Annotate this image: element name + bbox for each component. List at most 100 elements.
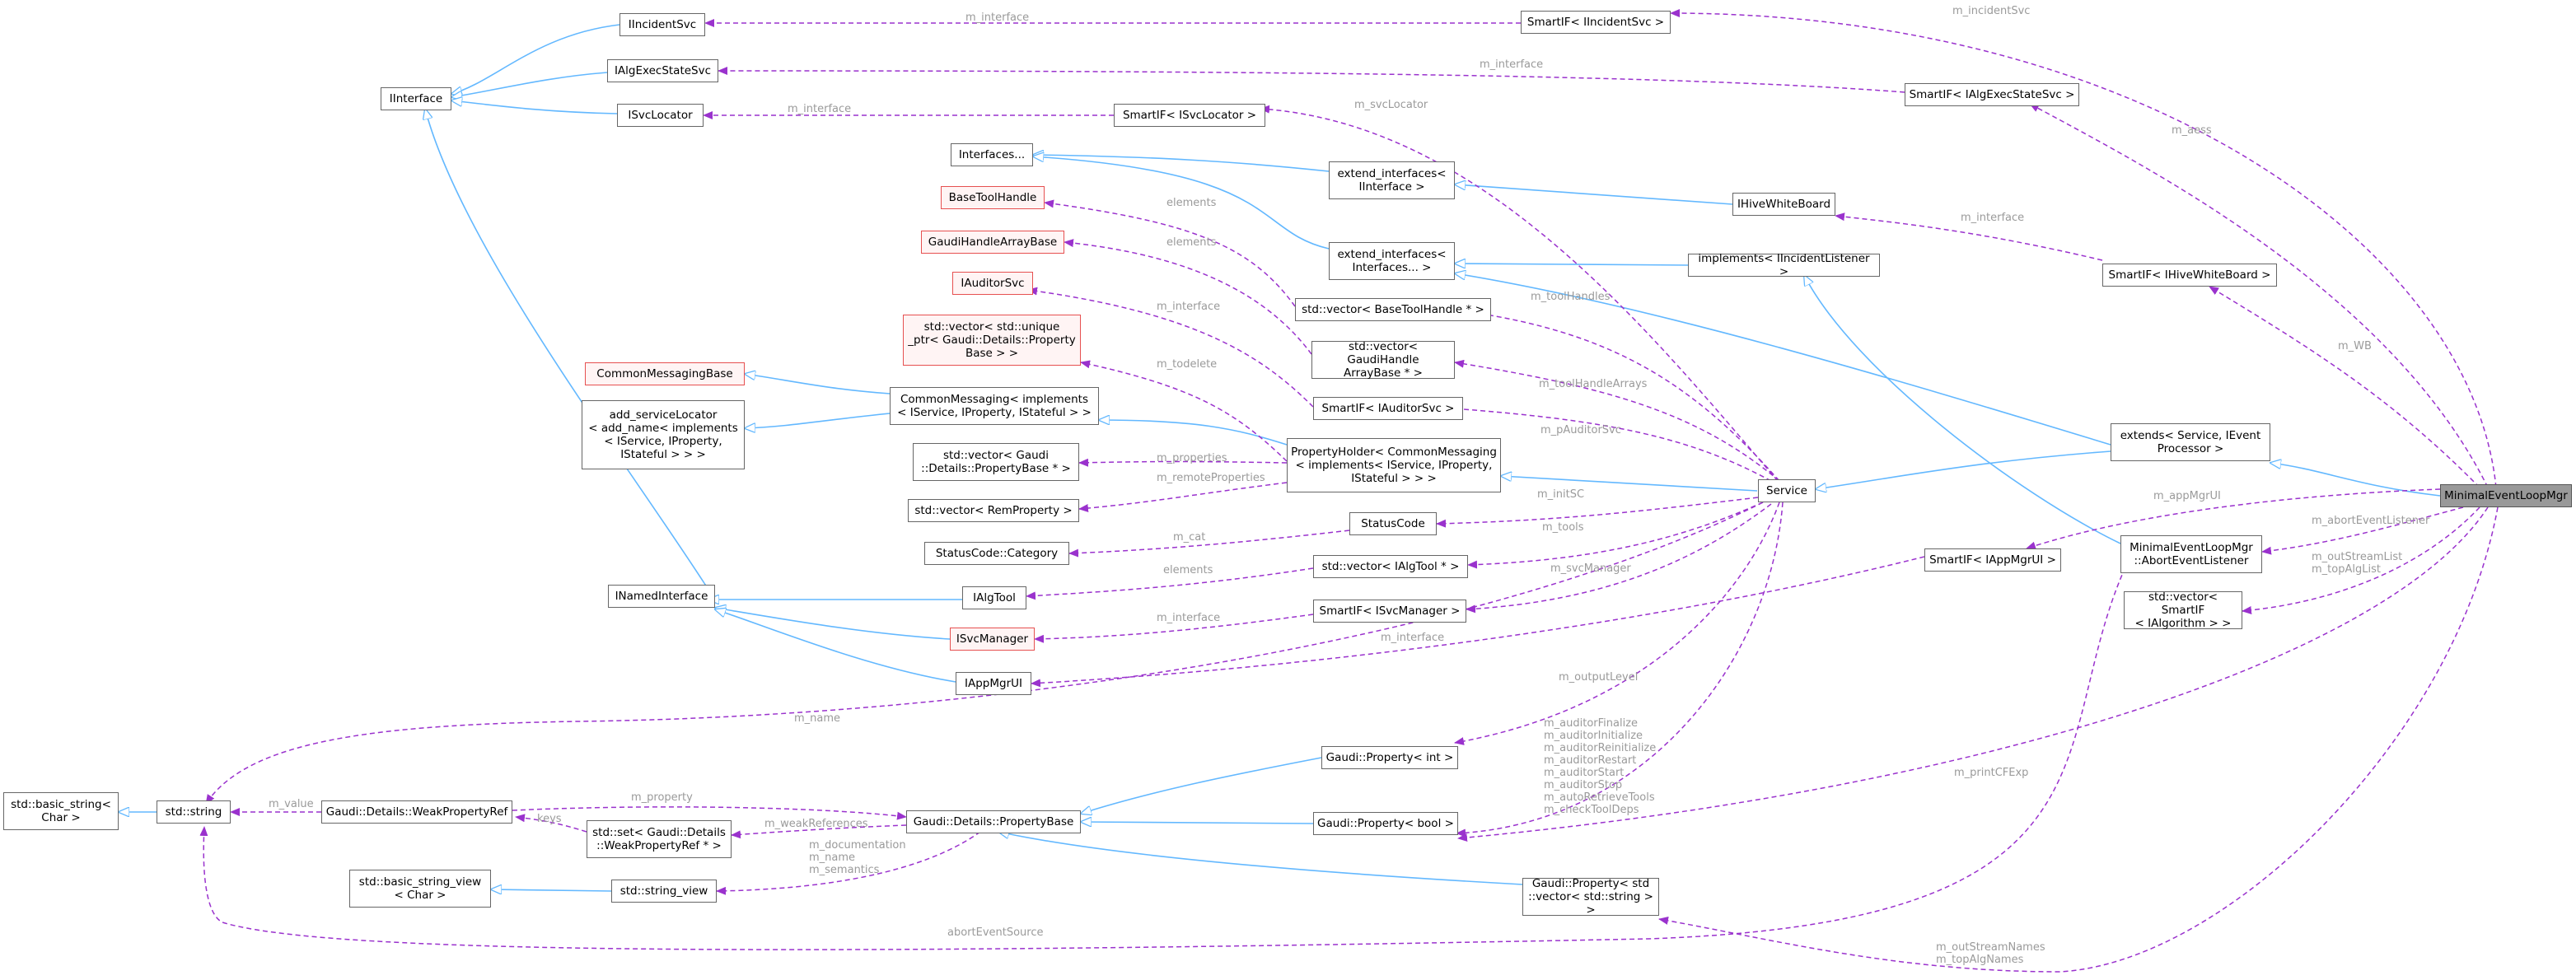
edge-label-line: m_outStreamNames [1936,941,2045,954]
node-ihivewhiteboard[interactable]: IHiveWhiteBoard [1732,193,1835,216]
edge-label-line: m_semantics [809,864,880,876]
node-extend-interfaces-interfaces[interactable]: extend_interfaces< Interfaces... > [1329,242,1455,280]
node-implements-iincidentlistener[interactable]: implements< IIncidentListener > [1688,252,1880,278]
node-basetoolhandle[interactable]: BaseToolHandle [941,186,1045,209]
edge-extends-service [1816,450,2111,489]
edge-m-tools [1467,502,1764,569]
edge-m-remoteproperties [1078,482,1288,513]
node-smartif-iincidentsvc[interactable]: SmartIF< IIncidentSvc > [1521,11,1671,34]
node-basic-string-view[interactable]: std::basic_string_view < Char > [349,870,491,908]
node-smartif-ihivewhiteboard[interactable]: SmartIF< IHiveWhiteBoard > [2102,264,2277,287]
label-m-interface-algexec: m_interface [1480,58,1543,71]
edge-propbool-propbase [1081,822,1314,824]
edge-label-line: m_autoRetrieveTools [1544,791,1655,804]
label-m-toolhandles: m_toolHandles [1531,291,1611,303]
edge-elements-gaudihandle [1064,239,1312,355]
node-vector-propertybase[interactable]: std::vector< Gaudi ::Details::PropertyBa… [913,443,1079,481]
edge-stringview-basicview [491,889,612,891]
edge-m-outstreamlist [2242,506,2480,614]
edge-label-line: m_auditorRestart [1544,754,1636,767]
node-smartif-iauditorsvc[interactable]: SmartIF< IAuditorSvc > [1313,397,1463,420]
node-vector-ialgtool[interactable]: std::vector< IAlgTool * > [1313,555,1468,578]
node-interfaces[interactable]: Interfaces... [951,143,1033,166]
node-statuscode-category[interactable]: StatusCode::Category [924,542,1069,565]
node-basic-string[interactable]: std::basic_string< Char > [3,792,119,830]
edge-m-toolhandlearrays [1454,359,1780,482]
node-extends-service-ieventprocessor[interactable]: extends< Service, IEvent Processor > [2111,423,2270,461]
edge-m-todelete [1080,360,1288,462]
label-abort-event-source: abortEventSource [947,926,1044,939]
node-property-bool[interactable]: Gaudi::Property< bool > [1313,812,1458,835]
label-m-svcmanager: m_svcManager [1550,562,1631,575]
node-std-string[interactable]: std::string [157,800,231,824]
label-m-initsc: m_initSC [1537,488,1584,501]
node-extend-interfaces-iinterface[interactable]: extend_interfaces< IInterface > [1329,161,1455,199]
node-service[interactable]: Service [1758,479,1816,502]
node-weakpropertyref[interactable]: Gaudi::Details::WeakPropertyRef [321,800,512,824]
label-m-properties: m_properties [1157,452,1227,464]
node-aborteventlistener[interactable]: MinimalEventLoopMgr ::AbortEventListener [2120,535,2262,573]
edge-minimal-extends [2270,463,2441,497]
node-string-view[interactable]: std::string_view [611,880,717,903]
node-commonmessaging[interactable]: CommonMessaging< implements < IService, … [890,387,1099,425]
edge-m-interface-svcmgr [1034,614,1314,643]
edge-m-pauditorsvc [1452,404,1772,482]
label-m-interface-auditor: m_interface [1157,301,1220,313]
edge-ialgexec-iinterface [451,72,608,97]
edge-m-doc-group [716,831,981,895]
label-m-interface-incident: m_interface [965,12,1029,24]
label-m-appmgrui: m_appMgrUI [2153,490,2221,502]
node-ialgtool[interactable]: IAlgTool [962,586,1026,609]
node-vector-unique-ptr[interactable]: std::vector< std::unique _ptr< Gaudi::De… [903,315,1081,366]
edge-m-outstreamnames [1658,506,2499,973]
edge-m-interface-hive [1835,212,2103,261]
node-iinterface[interactable]: IInterface [381,87,451,110]
label-m-value: m_value [269,798,314,810]
node-set-weakpropertyref[interactable]: std::set< Gaudi::Details ::WeakPropertyR… [587,820,732,858]
node-ialgexecstatesvc[interactable]: IAlgExecStateSvc [607,59,718,82]
edge-m-svcmanager [1466,503,1772,614]
node-propertybase[interactable]: Gaudi::Details::PropertyBase [906,810,1081,833]
edge-abortlistener-implements [1804,275,2121,544]
label-elements-algtool: elements [1163,564,1213,576]
label-m-todelete: m_todelete [1157,358,1217,371]
node-add-servicelocator[interactable]: add_serviceLocator < add_name< implement… [582,400,745,469]
node-propertyholder[interactable]: PropertyHolder< CommonMessaging < implem… [1287,438,1501,492]
label-m-interface-appmgr: m_interface [1381,632,1444,644]
node-commonmessagingbase[interactable]: CommonMessagingBase [585,362,745,385]
node-gaudihandlearraybase[interactable]: GaudiHandleArrayBase [921,231,1064,254]
node-vector-gaudihandlearraybase[interactable]: std::vector< GaudiHandle ArrayBase * > [1311,340,1455,380]
node-iappmgrui[interactable]: IAppMgrUI [956,672,1031,695]
edge-inamed-iinterface [425,109,709,590]
edge-propint-propbase [1081,757,1322,814]
node-iauditorsvc[interactable]: IAuditorSvc [952,272,1033,295]
edge-m-wb [2209,286,2480,488]
node-smartif-isvclocator[interactable]: SmartIF< ISvcLocator > [1114,104,1265,127]
edge-elements-basetool [1044,199,1296,307]
node-isvclocator[interactable]: ISvcLocator [617,104,704,127]
node-vector-remproperty[interactable]: std::vector< RemProperty > [908,499,1079,522]
label-m-svclocator: m_svcLocator [1354,99,1428,111]
label-m-interface-svcloc: m_interface [788,103,851,115]
node-vector-basetoolhandle[interactable]: std::vector< BaseToolHandle * > [1295,298,1491,321]
edge-m-property [512,806,907,820]
node-smartif-isvcmanager[interactable]: SmartIF< ISvcManager > [1313,600,1466,623]
edge-label-line: m_auditorInitialize [1544,730,1643,742]
label-m-name: m_name [794,712,840,725]
edge-commonmsg-base [745,374,891,394]
node-property-vector-string[interactable]: Gaudi::Property< std ::vector< std::stri… [1522,877,1659,917]
node-isvcmanager[interactable]: ISvcManager [950,628,1035,651]
node-iincidentsvc[interactable]: IIncidentSvc [619,13,705,36]
label-m-toolhandlearrays: m_toolHandleArrays [1539,378,1648,390]
node-smartif-ialgexecstatesvc[interactable]: SmartIF< IAlgExecStateSvc > [1905,83,2079,106]
node-statuscode[interactable]: StatusCode [1349,512,1437,535]
node-smartif-iappmgrui[interactable]: SmartIF< IAppMgrUI > [1924,548,2061,572]
node-vector-smartif-ialgorithm[interactable]: std::vector< SmartIF < IAlgorithm > > [2124,590,2242,630]
node-property-int[interactable]: Gaudi::Property< int > [1321,746,1458,769]
node-inamedinterface[interactable]: INamedInterface [608,585,715,608]
node-minimaleventloopmgr[interactable]: MinimalEventLoopMgr [2440,484,2572,507]
label-m-aess: m_aess [2172,124,2212,137]
